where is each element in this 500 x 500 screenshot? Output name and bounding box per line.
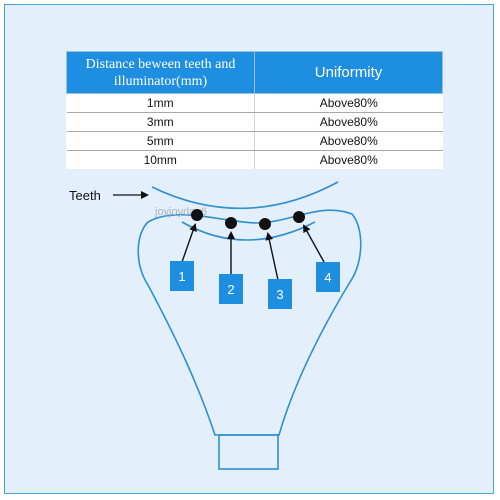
header-uniformity: Uniformity bbox=[254, 51, 443, 94]
marker-box-4 bbox=[316, 262, 340, 292]
table-row: 5mm Above80% bbox=[66, 131, 443, 151]
measurement-point-2 bbox=[225, 217, 237, 229]
table-header-row: Distance beween teeth and illuminator(mm… bbox=[66, 51, 443, 94]
measurement-point-4 bbox=[293, 211, 305, 223]
pointer-arrow-1 bbox=[181, 223, 197, 263]
distance-cell: 3mm bbox=[66, 112, 255, 132]
uniformity-cell: Above80% bbox=[254, 131, 443, 151]
marker-box-1 bbox=[170, 261, 194, 291]
marker-label-1: 1 bbox=[178, 269, 185, 284]
pointer-arrow-3 bbox=[265, 232, 279, 281]
uniformity-table: Distance beween teeth and illuminator(mm… bbox=[66, 51, 443, 169]
table-row: 3mm Above80% bbox=[66, 112, 443, 132]
marker-label-2: 2 bbox=[227, 282, 234, 297]
marker-label-4: 4 bbox=[324, 270, 331, 285]
distance-cell: 1mm bbox=[66, 93, 255, 113]
teeth-label: Teeth bbox=[69, 188, 101, 203]
marker-box-2 bbox=[219, 274, 243, 304]
table-row: 1mm Above80% bbox=[66, 93, 443, 113]
illuminator-outline bbox=[137, 209, 362, 436]
marker-box-3 bbox=[268, 279, 292, 309]
header-distance: Distance beween teeth and illuminator(mm… bbox=[66, 51, 255, 94]
distance-cell: 10mm bbox=[66, 150, 255, 169]
marker-label-3: 3 bbox=[276, 287, 283, 302]
distance-cell: 5mm bbox=[66, 131, 255, 151]
uniformity-cell: Above80% bbox=[254, 112, 443, 132]
teeth-arch bbox=[151, 181, 339, 210]
uniformity-cell: Above80% bbox=[254, 93, 443, 113]
table-row: 10mm Above80% bbox=[66, 150, 443, 169]
uniformity-cell: Above80% bbox=[254, 150, 443, 169]
measurement-point-3 bbox=[259, 218, 271, 230]
illuminator-base bbox=[218, 434, 279, 470]
pointer-arrow-4 bbox=[303, 224, 325, 263]
dental-arch-line bbox=[181, 221, 316, 241]
measurement-point-1 bbox=[191, 209, 203, 221]
